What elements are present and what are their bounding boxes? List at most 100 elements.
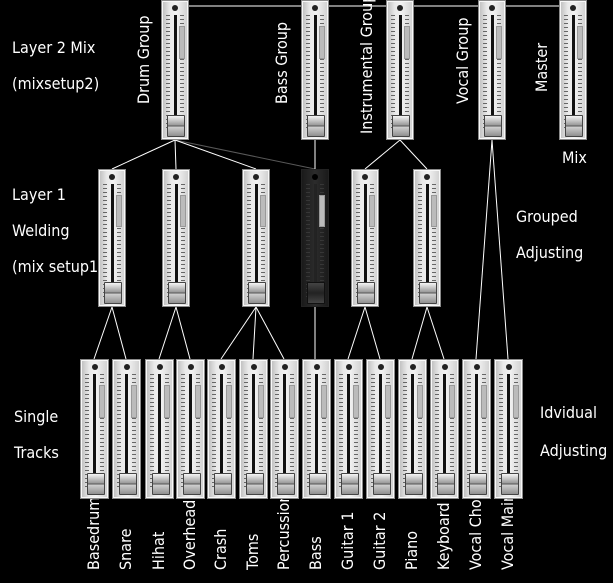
keys-sub-fader[interactable]	[413, 169, 441, 307]
fader-track	[313, 15, 317, 133]
fader-cap[interactable]	[276, 473, 295, 495]
gain-knob[interactable]	[441, 364, 448, 370]
gain-knob[interactable]	[172, 5, 178, 11]
fader-cap[interactable]	[404, 473, 423, 495]
fader-track	[220, 374, 223, 492]
fader-track	[93, 374, 96, 492]
level-meter	[319, 195, 325, 227]
gain-knob[interactable]	[312, 174, 318, 180]
fader-cap[interactable]	[182, 473, 201, 495]
track-8-fader[interactable]	[334, 359, 363, 499]
gain-knob[interactable]	[109, 174, 115, 180]
track-11-fader[interactable]	[430, 359, 459, 499]
fader-cap[interactable]	[419, 282, 437, 304]
gain-knob[interactable]	[409, 364, 416, 370]
gain-knob[interactable]	[473, 364, 480, 370]
track-10-fader[interactable]	[398, 359, 427, 499]
gain-knob[interactable]	[156, 364, 163, 370]
level-meter	[163, 385, 170, 418]
gain-knob[interactable]	[91, 364, 98, 370]
route-vocal-choir	[475, 139, 493, 360]
fader-cap[interactable]	[245, 473, 264, 495]
fader-cap[interactable]	[104, 282, 122, 304]
gain-knob[interactable]	[123, 364, 130, 370]
gain-knob[interactable]	[424, 174, 430, 180]
fader-cap[interactable]	[151, 473, 170, 495]
gain-knob[interactable]	[281, 364, 288, 370]
fader-cap[interactable]	[86, 473, 105, 495]
track-label-bass: Bass	[306, 536, 325, 570]
drum-sub-1-fader[interactable]	[98, 169, 126, 307]
scale-ticks	[514, 374, 518, 490]
gain-knob[interactable]	[397, 5, 403, 11]
fader-cap[interactable]	[484, 115, 502, 137]
track-label-toms: Toms	[243, 533, 262, 570]
fader-cap[interactable]	[213, 473, 232, 495]
bass-sub-fader[interactable]	[301, 169, 329, 307]
gain-knob[interactable]	[218, 364, 225, 370]
gain-knob[interactable]	[312, 5, 318, 11]
label-drum-group: Drum Group	[134, 15, 153, 104]
route-instr-keys	[399, 139, 428, 170]
gain-knob[interactable]	[362, 174, 368, 180]
scale-ticks	[212, 374, 216, 490]
track-9-fader[interactable]	[366, 359, 395, 499]
gain-knob[interactable]	[505, 364, 512, 370]
gain-knob[interactable]	[173, 174, 179, 180]
drum-group-fader[interactable]	[161, 0, 189, 140]
fader-cap[interactable]	[500, 473, 519, 495]
level-meter	[98, 385, 105, 418]
track-12-fader[interactable]	[462, 359, 491, 499]
scale-ticks	[370, 184, 374, 298]
gain-knob[interactable]	[377, 364, 384, 370]
fader-cap[interactable]	[118, 473, 137, 495]
track-6-fader[interactable]	[270, 359, 299, 499]
track-0-fader[interactable]	[80, 359, 109, 499]
scale-ticks	[259, 374, 263, 490]
scale-ticks	[320, 15, 324, 131]
fader-cap[interactable]	[168, 282, 186, 304]
gain-knob[interactable]	[345, 364, 352, 370]
level-meter	[179, 26, 185, 59]
track-7-fader[interactable]	[302, 359, 331, 499]
track-4-fader[interactable]	[207, 359, 236, 499]
fader-track	[475, 374, 478, 492]
master-fader[interactable]	[559, 0, 587, 140]
fader-cap[interactable]	[167, 115, 185, 137]
fader-cap[interactable]	[248, 282, 266, 304]
vocal-group-fader[interactable]	[478, 0, 506, 140]
gain-knob[interactable]	[313, 364, 320, 370]
gain-knob[interactable]	[187, 364, 194, 370]
drum-sub-2-fader[interactable]	[162, 169, 190, 307]
gain-knob[interactable]	[570, 5, 576, 11]
track-label-guitar-1: Guitar 1	[338, 511, 357, 570]
bass-group-fader[interactable]	[301, 0, 329, 140]
gain-knob[interactable]	[253, 174, 259, 180]
track-label-vocal-choir: Vocal Choir	[466, 489, 485, 570]
track-5-fader[interactable]	[239, 359, 268, 499]
fader-cap[interactable]	[340, 473, 359, 495]
fader-cap[interactable]	[565, 115, 583, 137]
route-drum-sub1	[111, 139, 176, 170]
fader-track	[173, 15, 177, 133]
fader-cap[interactable]	[307, 115, 325, 137]
scale-ticks	[306, 15, 310, 131]
track-1-fader[interactable]	[112, 359, 141, 499]
drum-sub-3-fader[interactable]	[242, 169, 270, 307]
fader-cap[interactable]	[372, 473, 391, 495]
gain-knob[interactable]	[250, 364, 257, 370]
track-3-fader[interactable]	[176, 359, 205, 499]
fader-cap[interactable]	[436, 473, 455, 495]
fader-cap[interactable]	[307, 282, 325, 304]
track-13-fader[interactable]	[494, 359, 523, 499]
track-2-fader[interactable]	[145, 359, 174, 499]
gain-knob[interactable]	[489, 5, 495, 11]
fader-cap[interactable]	[357, 282, 375, 304]
fader-cap[interactable]	[392, 115, 410, 137]
fader-cap[interactable]	[468, 473, 487, 495]
track-label-hihat: Hihat	[149, 531, 168, 570]
scale-ticks	[497, 15, 501, 131]
instrumental-group-fader[interactable]	[386, 0, 414, 140]
guitar-sub-fader[interactable]	[351, 169, 379, 307]
fader-cap[interactable]	[308, 473, 327, 495]
